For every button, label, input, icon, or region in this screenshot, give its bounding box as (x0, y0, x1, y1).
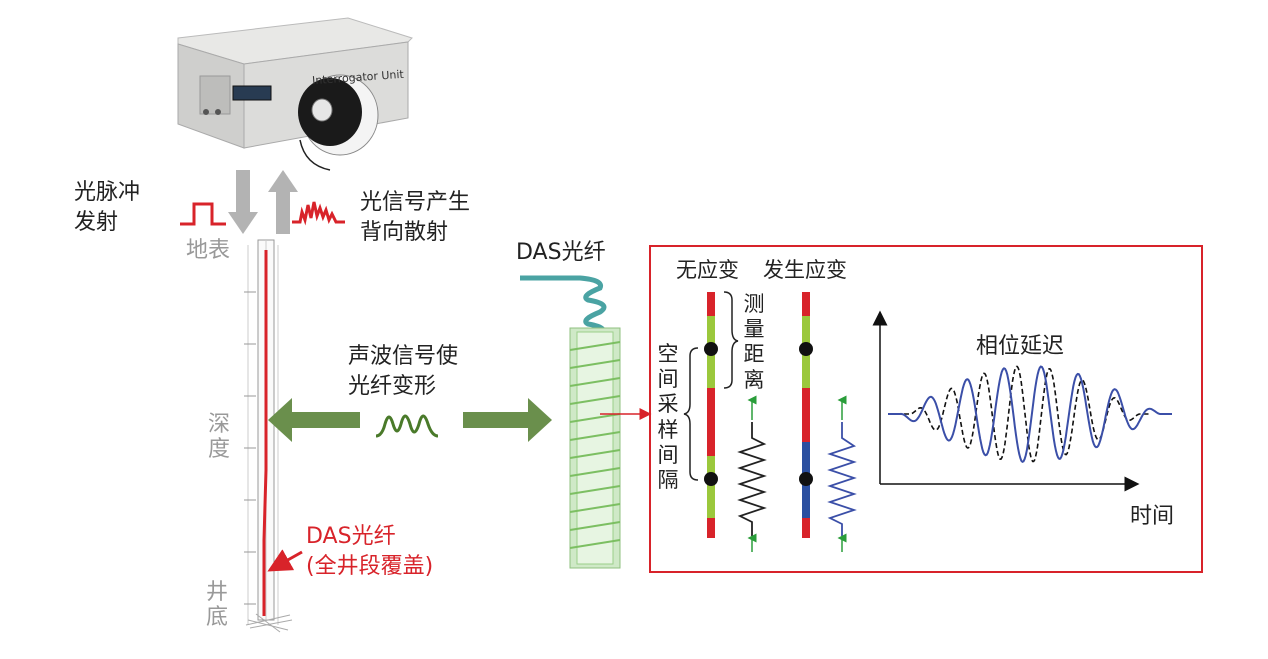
backscatter-label: 光信号产生 背向散射 (360, 190, 471, 245)
pulse-emit-label: 光脉冲 发射 (74, 180, 141, 235)
das-fiber-coil (520, 275, 607, 340)
acoustic-wave (375, 414, 439, 438)
interrogator-unit-image (177, 17, 413, 171)
detail-box (649, 245, 1203, 573)
acoustic-arrow-right (463, 398, 552, 442)
acoustic-arrow-left (268, 398, 360, 442)
gauge-length-label: 测量距离 (743, 292, 765, 392)
strain-fiber (799, 292, 813, 538)
no-strain-fiber (704, 292, 718, 538)
das-fiber-well-label: DAS光纤 (全井段覆盖) (306, 524, 434, 579)
backscatter-waveform (292, 201, 345, 226)
strain-wave (827, 422, 857, 536)
reference-wave (888, 365, 1150, 463)
pulse-waveform (180, 202, 226, 226)
wellbore (244, 239, 293, 633)
no-strain-label: 无应变 (676, 258, 739, 282)
das-fiber-top-label: DAS光纤 (516, 240, 606, 265)
well-fiber-pointer (267, 549, 303, 572)
delayed-wave (888, 365, 1172, 463)
well-bottom-label: 井底 (205, 580, 228, 631)
time-label: 时间 (1130, 504, 1175, 529)
surface-label: 地表 (186, 238, 231, 263)
fiber-cable-segments (569, 327, 621, 569)
gauge-length-brace (723, 291, 739, 389)
no-strain-wave (737, 422, 767, 536)
acoustic-label: 声波信号使 光纤变形 (348, 344, 459, 399)
backscatter-up-arrow (268, 170, 298, 234)
phase-delay-label: 相位延迟 (976, 334, 1065, 359)
spatial-sampling-label: 空间采样间隔 (657, 342, 679, 492)
pulse-down-arrow (228, 170, 258, 234)
depth-label: 深度 (207, 412, 230, 463)
well-das-fiber (262, 250, 268, 616)
strain-label: 发生应变 (763, 258, 847, 282)
spatial-sampling-brace (683, 347, 699, 481)
